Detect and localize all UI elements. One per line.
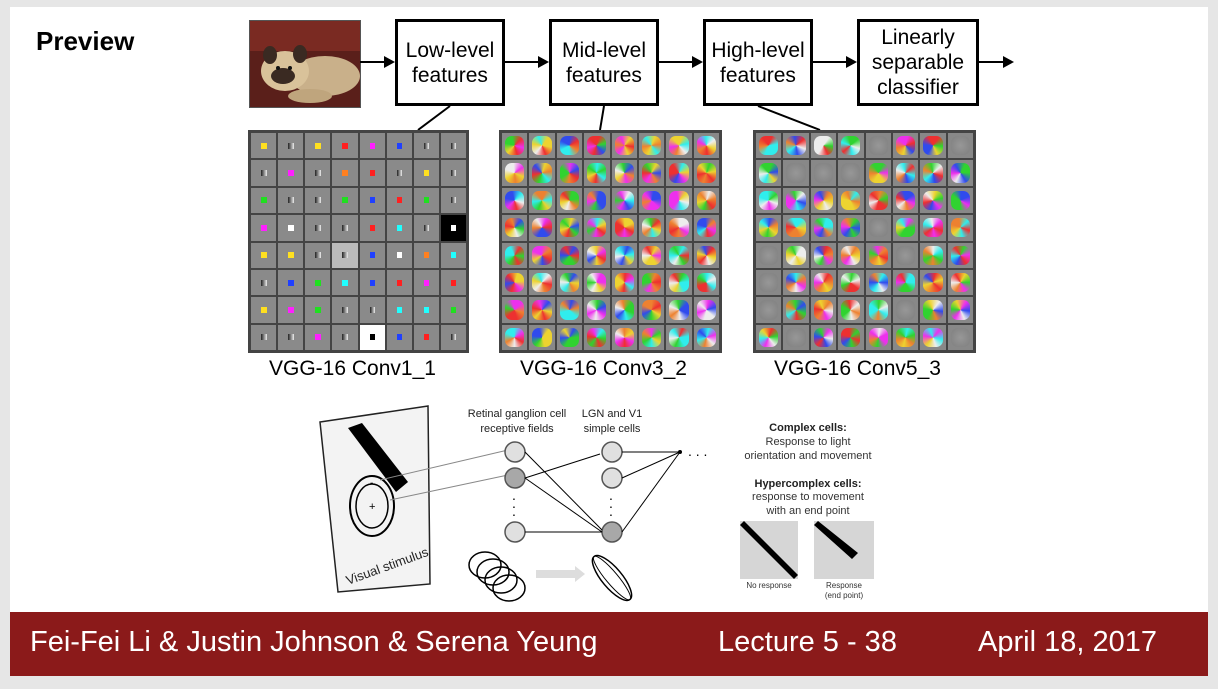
svg-text:(end point): (end point) bbox=[825, 591, 864, 600]
svg-text:Response to light: Response to light bbox=[766, 436, 851, 448]
svg-text:.: . bbox=[609, 503, 613, 519]
footer-date: April 18, 2017 bbox=[978, 626, 1157, 659]
hypercomplex-cells-title: Hypercomplex cells: bbox=[755, 478, 862, 490]
complex-cells-title: Complex cells: bbox=[769, 422, 847, 434]
hubel-wiesel-diagram: + - - Visual stimulus Retinal ganglion c… bbox=[0, 0, 1218, 612]
svg-text:-: - bbox=[370, 478, 373, 489]
svg-text:simple cells: simple cells bbox=[584, 423, 641, 435]
footer-bar: Fei-Fei Li & Justin Johnson & Serena Yeu… bbox=[10, 612, 1208, 676]
no-response-label: No response bbox=[746, 581, 792, 590]
svg-text:with an end point: with an end point bbox=[765, 505, 849, 517]
footer-authors: Fei-Fei Li & Justin Johnson & Serena Yeu… bbox=[30, 626, 597, 659]
svg-text:. . .: . . . bbox=[688, 443, 707, 459]
svg-text:+: + bbox=[369, 501, 375, 513]
svg-text:.: . bbox=[512, 503, 516, 519]
lgn-label: LGN and V1 bbox=[582, 408, 643, 420]
svg-text:response to movement: response to movement bbox=[752, 491, 864, 503]
retinal-label: Retinal ganglion cell bbox=[468, 408, 566, 420]
footer-lecture: Lecture 5 - 38 bbox=[718, 626, 897, 659]
response-label: Response bbox=[826, 581, 863, 590]
svg-text:-: - bbox=[370, 523, 373, 534]
svg-text:receptive fields: receptive fields bbox=[480, 423, 554, 435]
svg-text:orientation and movement: orientation and movement bbox=[744, 450, 871, 462]
